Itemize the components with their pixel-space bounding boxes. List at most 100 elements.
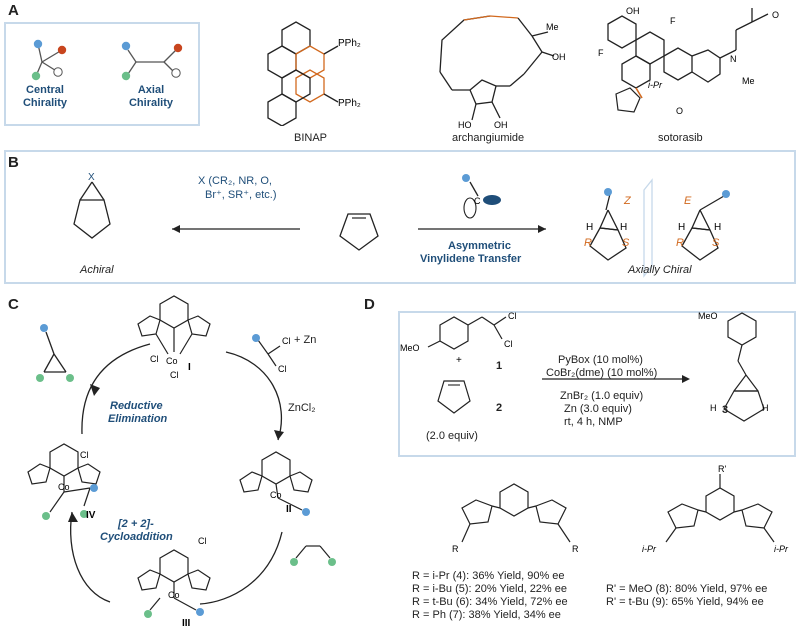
svg-text:MeO: MeO <box>698 311 718 321</box>
binap-pph2-top: PPh₂ <box>338 38 361 49</box>
svg-text:R: R <box>676 237 684 249</box>
compound-2-label: 2 <box>496 402 503 414</box>
left-reagent-line2: Br⁺, SR⁺, etc.) <box>205 189 277 201</box>
svg-text:III: III <box>182 618 191 629</box>
svg-text:H: H <box>620 222 627 233</box>
complex-I <box>137 295 211 355</box>
axially-chiral-label: Axially Chiral <box>628 264 692 276</box>
svg-text:H: H <box>710 403 717 413</box>
panel-c-letter: C <box>8 296 19 313</box>
compound-1-label: 1 <box>496 360 503 372</box>
svg-text:Cl: Cl <box>150 354 159 364</box>
condition-4: Zn (3.0 equiv) <box>564 403 632 415</box>
achiral-label: Achiral <box>80 264 114 276</box>
svg-text:HO: HO <box>458 120 472 130</box>
complex-II <box>239 451 313 511</box>
archangiumide-label: archangiumide <box>452 132 525 144</box>
svg-text:II: II <box>286 504 292 515</box>
reductive-line2: Elimination <box>108 413 168 425</box>
central-chirality-label: Central Chirality <box>22 84 67 109</box>
reaction-scheme: MeO Cl Cl + MeO H H <box>400 311 769 422</box>
transfer-line2: Vinylidene Transfer <box>420 253 522 265</box>
svg-text:R: R <box>452 544 459 554</box>
result-left-1: R = i-Pr (4): 36% Yield, 90% ee <box>412 570 565 582</box>
result-left-2: R = i-Bu (5): 20% Yield, 22% ee <box>412 583 567 595</box>
svg-text:H: H <box>762 403 769 413</box>
svg-text:O: O <box>676 106 683 116</box>
svg-text:Co: Co <box>58 482 70 492</box>
chirality-icons <box>31 39 183 81</box>
panel-b-graphics: X C Z E R S R S H H H H <box>73 172 730 278</box>
svg-text:H: H <box>714 222 721 233</box>
complex-IV <box>27 443 101 513</box>
result-left-3: R = t-Bu (6): 34% Yield, 72% ee <box>412 596 568 608</box>
svg-text:C: C <box>474 196 481 206</box>
transfer-line1: Asymmetric <box>448 240 511 252</box>
svg-text:i-Pr: i-Pr <box>648 80 663 90</box>
chirality-box <box>4 22 200 126</box>
svg-text:Co: Co <box>168 590 180 600</box>
zncl2-label: ZnCl₂ <box>288 402 316 414</box>
sotorasib-structure: OH F F i-Pr Me O O N <box>598 6 779 116</box>
pybox-ligands: R R R' i-Pr i-Pr <box>452 464 789 554</box>
archangiumide-structure: Me OH HO OH <box>439 15 566 130</box>
svg-text:F: F <box>598 48 604 58</box>
svg-text:X: X <box>88 172 95 183</box>
complex-III <box>137 549 211 611</box>
cyclo-line1: [2 + 2]- <box>118 518 154 530</box>
binap-pph2-bottom: PPh₂ <box>338 98 361 109</box>
svg-text:Cl: Cl <box>278 364 287 374</box>
svg-text:Cl: Cl <box>504 339 513 349</box>
reaction-box <box>398 311 796 457</box>
svg-text:MeO: MeO <box>400 343 420 353</box>
binap-structure: PPh₂ PPh₂ <box>267 21 361 126</box>
svg-text:Me: Me <box>546 22 559 32</box>
svg-text:R': R' <box>718 464 726 474</box>
svg-text:Co: Co <box>166 356 178 366</box>
sotorasib-label: sotorasib <box>658 132 703 144</box>
compound-3-label: 3 <box>722 404 729 416</box>
condition-5: rt, 4 h, NMP <box>564 416 623 428</box>
achiral-bicycle <box>73 181 111 239</box>
svg-text:Z: Z <box>623 195 632 207</box>
svg-text:Co: Co <box>270 490 282 500</box>
catalytic-cycle: Co Cl Cl I Cl Cl Co II Co III Cl <box>27 295 336 629</box>
equiv-label: (2.0 equiv) <box>426 430 478 442</box>
result-right-2: R' = t-Bu (9): 65% Yield, 94% ee <box>606 596 764 608</box>
svg-text:OH: OH <box>552 52 566 62</box>
svg-text:S: S <box>622 237 630 249</box>
svg-text:Cl: Cl <box>170 370 179 380</box>
svg-text:F: F <box>670 16 676 26</box>
result-right-1: R' = MeO (8): 80% Yield, 97% ee <box>606 583 768 595</box>
svg-text:Me: Me <box>742 76 755 86</box>
axial-chirality-label: Axial Chirality <box>128 84 173 109</box>
svg-text:Cl: Cl <box>198 536 207 546</box>
svg-text:+: + <box>456 355 462 366</box>
svg-text:Cl: Cl <box>508 311 517 321</box>
svg-text:N: N <box>730 54 737 64</box>
cyclo-line2: Cycloaddition <box>100 531 173 543</box>
result-left-4: R = Ph (7): 38% Yield, 34% ee <box>412 609 561 621</box>
condition-3: ZnBr₂ (1.0 equiv) <box>560 390 644 402</box>
svg-text:I: I <box>188 362 191 373</box>
svg-text:R: R <box>572 544 579 554</box>
svg-text:S: S <box>712 237 720 249</box>
panel-b-letter: B <box>8 154 19 171</box>
condition-1: PyBox (10 mol%) <box>558 354 643 366</box>
svg-text:OH: OH <box>626 6 640 16</box>
svg-text:IV: IV <box>86 510 96 521</box>
condition-2: CoBr₂(dme) (10 mol%) <box>546 367 658 379</box>
svg-text:Cl: Cl <box>282 336 291 346</box>
panel-d-letter: D <box>364 296 375 313</box>
reductive-line1: Reductive <box>110 400 163 412</box>
svg-text:H: H <box>586 222 593 233</box>
binap-label: BINAP <box>294 132 328 144</box>
svg-text:O: O <box>772 10 779 20</box>
svg-text:OH: OH <box>494 120 508 130</box>
svg-text:i-Pr: i-Pr <box>642 544 657 554</box>
pybox-left <box>461 483 571 543</box>
svg-text:R: R <box>584 237 592 249</box>
svg-text:Cl: Cl <box>80 450 89 460</box>
svg-text:E: E <box>684 195 692 207</box>
pybox-right <box>665 474 775 543</box>
